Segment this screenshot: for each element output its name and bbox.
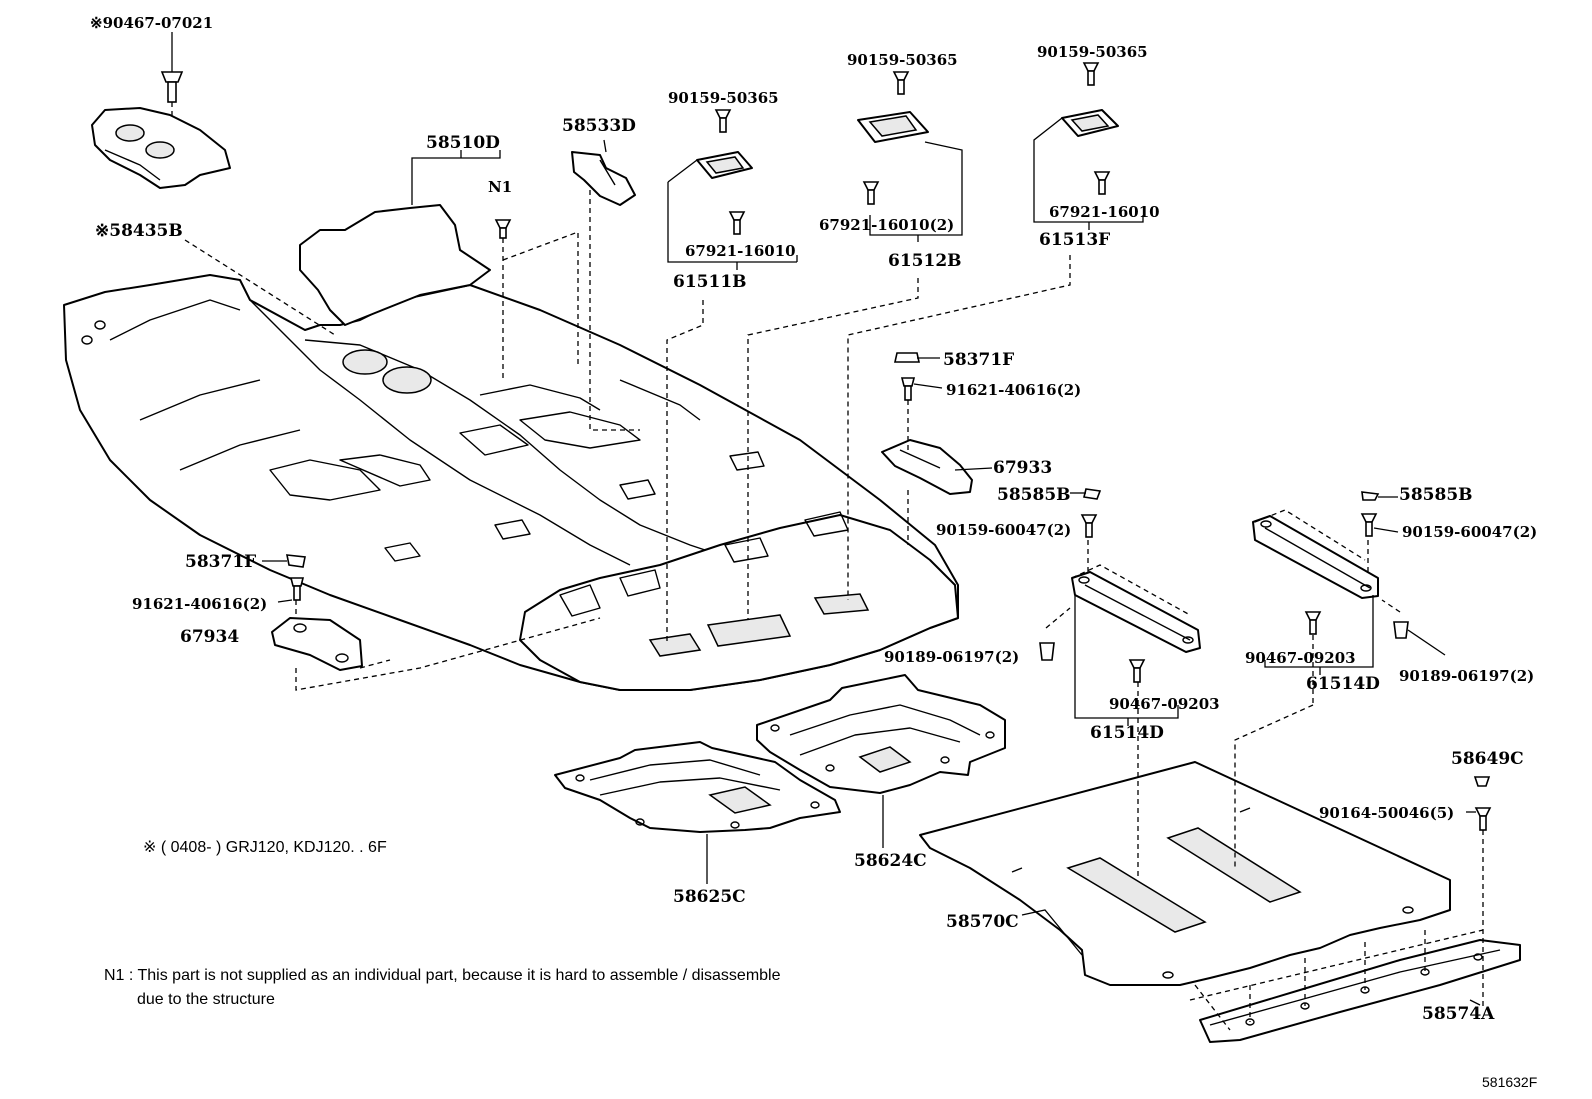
label-58435b: ※58435B — [95, 221, 183, 241]
label-58585b-a: 58585B — [997, 485, 1071, 505]
pad-61512b-shape — [857, 71, 963, 242]
label-58510d: 58510D — [426, 133, 500, 153]
label-90467-07021: ※90467-07021 — [90, 14, 213, 32]
label-61512b: 61512B — [888, 251, 962, 271]
label-58533d: 58533D — [562, 116, 636, 136]
label-58649c: 58649C — [1451, 749, 1524, 769]
floor-silencer-shape — [63, 204, 959, 691]
label-67921-16010-a: 67921-16010 — [685, 242, 796, 260]
label-90159-60047-a: 90159-60047(2) — [936, 521, 1071, 539]
label-67933: 67933 — [993, 458, 1052, 478]
plate-58624c-shape — [756, 674, 1006, 848]
label-58570c: 58570C — [946, 912, 1019, 932]
footnotes: ※ ( 0408- ) GRJ120, KDJ120. . 6F N1 : Th… — [104, 839, 1537, 1090]
leader-58510d — [411, 150, 501, 205]
pad-61513f-shape — [1033, 62, 1144, 230]
label-90189-06197-a: 90189-06197(2) — [884, 648, 1019, 666]
label-61514d-b: 61514D — [1306, 674, 1380, 694]
label-67921-16010-c: 67921-16010 — [1049, 203, 1160, 221]
label-61511b: 61511B — [673, 272, 747, 292]
cover-58435b-shape — [91, 32, 231, 189]
label-90189-06197-b: 90189-06197(2) — [1399, 667, 1534, 685]
assembly-lines — [171, 102, 1484, 1031]
label-90159-50365-a: 90159-50365 — [668, 89, 779, 107]
pad-61511b-shape — [667, 109, 798, 270]
label-67921-16010-b: 67921-16010(2) — [819, 216, 954, 234]
label-58371f-b: 58371F — [185, 552, 256, 572]
label-n1: N1 — [488, 178, 512, 196]
n1-note-line1: N1 : This part is not supplied as an ind… — [104, 967, 781, 984]
label-58585b-b: 58585B — [1399, 485, 1473, 505]
label-90159-50365-b: 90159-50365 — [847, 51, 958, 69]
label-58574a: 58574A — [1422, 1004, 1495, 1024]
label-91621-40616-a: 91621-40616(2) — [946, 381, 1081, 399]
label-58625c: 58625C — [673, 887, 746, 907]
plate-58570c-shape — [919, 761, 1451, 986]
pad-67934-shape — [262, 554, 363, 671]
part-labels: ※90467-07021 ※58435B 58510D N1 58533D 90… — [90, 14, 1537, 1024]
bracket-61514d-left-shape — [1039, 514, 1201, 726]
rail-58574a-shape — [1199, 776, 1521, 1043]
label-61513f: 61513F — [1039, 230, 1110, 250]
label-91621-40616-b: 91621-40616(2) — [132, 595, 267, 613]
bracket-58533d-shape — [571, 139, 636, 206]
label-90159-50365-c: 90159-50365 — [1037, 43, 1148, 61]
label-90159-60047-b: 90159-60047(2) — [1402, 523, 1537, 541]
n1-clip-shape — [494, 219, 512, 239]
label-90467-09203-b: 90467-09203 — [1245, 649, 1356, 667]
label-58624c: 58624C — [854, 851, 927, 871]
label-67934: 67934 — [180, 627, 239, 647]
plate-58625c-shape — [554, 741, 841, 884]
bracket-61514d-right-shape — [1252, 491, 1446, 675]
label-90467-09203-a: 90467-09203 — [1109, 695, 1220, 713]
label-61514d-a: 61514D — [1090, 723, 1164, 743]
n1-note-line2: due to the structure — [137, 991, 275, 1008]
label-90164-50046: 90164-50046(5) — [1319, 804, 1454, 822]
bracket-67933-shape — [881, 352, 1102, 500]
applicability-note: ※ ( 0408- ) GRJ120, KDJ120. . 6F — [143, 839, 387, 856]
figure-id: 581632F — [1482, 1074, 1537, 1090]
label-58371f-a: 58371F — [943, 350, 1014, 370]
